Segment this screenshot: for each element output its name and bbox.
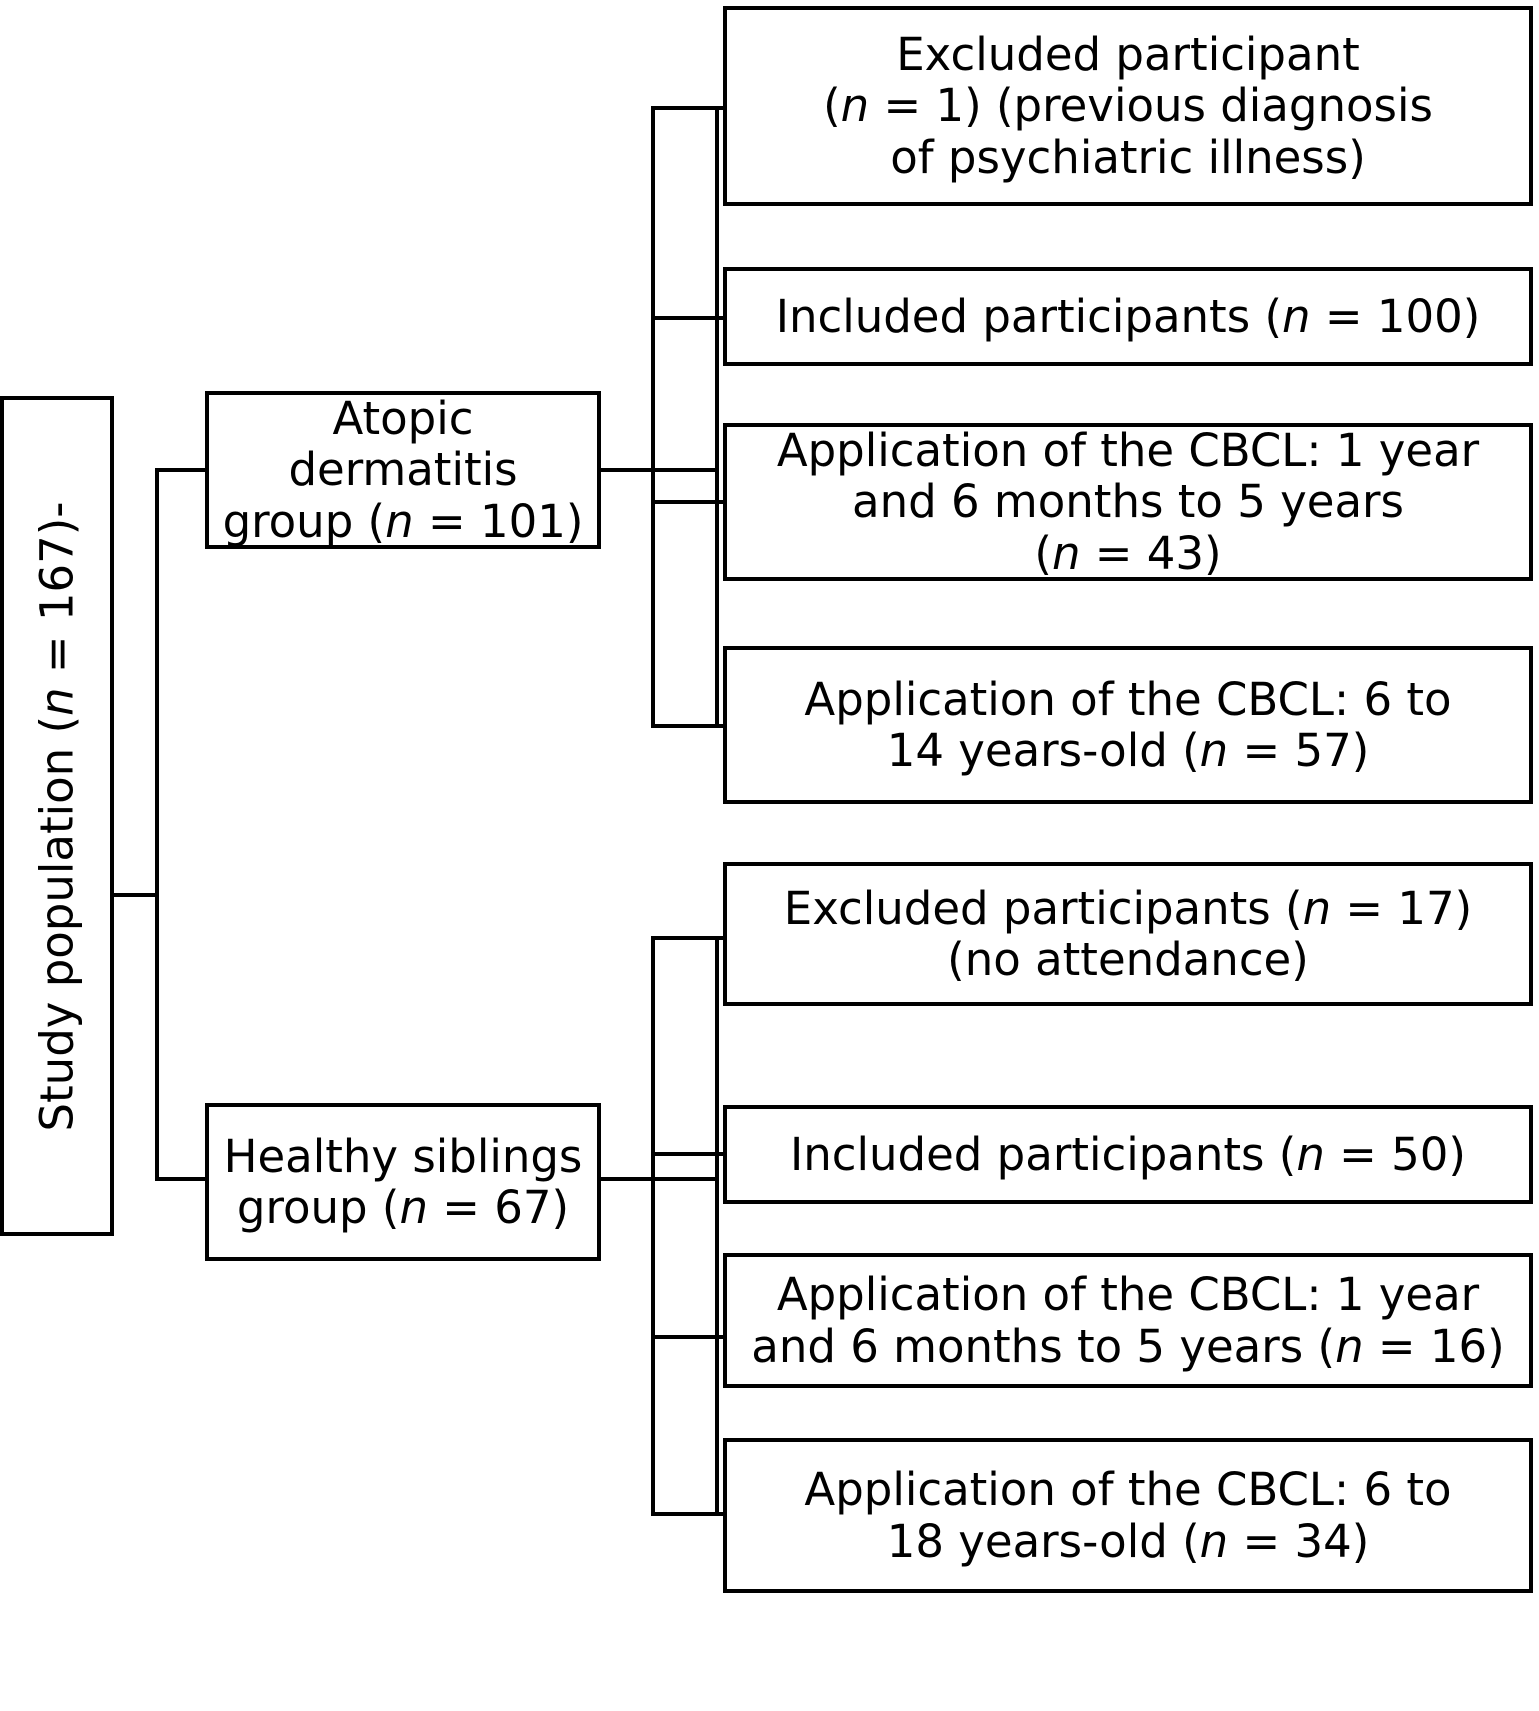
node-hs-included-participants: Included participants (n = 50) bbox=[723, 1105, 1533, 1204]
connector-root-bus bbox=[155, 468, 159, 1181]
node-hs-cbcl-young: Application of the CBCL: 1 year and 6 mo… bbox=[723, 1253, 1533, 1388]
node-hs-excluded-participants: Excluded participants (n = 17) (no atten… bbox=[723, 862, 1533, 1006]
hs-cbcl-older-label: Application of the CBCL: 6 to 18 years-o… bbox=[804, 1463, 1452, 1568]
connector-hs-tail-cbcl-older bbox=[651, 1512, 723, 1516]
node-study-population: Study population (n = 167)- bbox=[0, 396, 114, 1236]
hs-cbcl-young-label: Application of the CBCL: 1 year and 6 mo… bbox=[751, 1268, 1505, 1373]
healthy-siblings-group-label: Healthy siblings group (n = 67) bbox=[223, 1129, 583, 1234]
italic-n-hs-included: n bbox=[1296, 1127, 1325, 1181]
atopic-dermatitis-group-label: Atopic dermatitis group (n = 101) bbox=[222, 392, 584, 548]
connector-ad-tail-excluded bbox=[651, 106, 723, 110]
connector-hs-group-stub bbox=[599, 1177, 719, 1181]
hs-included-label: Included participants (n = 50) bbox=[790, 1127, 1466, 1181]
connector-hs-bus bbox=[715, 936, 719, 1516]
italic-n-ad-cbcl-young: n bbox=[1051, 526, 1081, 580]
connector-hs-tail-cbcl-young bbox=[651, 1335, 723, 1339]
connector-ad-bus-left bbox=[651, 106, 655, 728]
node-ad-included-participants: Included participants (n = 100) bbox=[723, 267, 1533, 366]
study-population-label: Study population (n = 167)- bbox=[30, 500, 84, 1132]
connector-ad-bus bbox=[715, 106, 719, 728]
node-atopic-dermatitis-group: Atopic dermatitis group (n = 101) bbox=[205, 391, 601, 549]
italic-n-hs-cbcl-young: n bbox=[1335, 1319, 1364, 1373]
node-hs-cbcl-older: Application of the CBCL: 6 to 18 years-o… bbox=[723, 1438, 1533, 1593]
italic-n-ad-excluded: n bbox=[840, 79, 870, 133]
connector-ad-group-stub bbox=[599, 468, 719, 472]
node-healthy-siblings-group: Healthy siblings group (n = 67) bbox=[205, 1103, 601, 1261]
hs-excluded-label: Excluded participants (n = 17) (no atten… bbox=[783, 881, 1473, 986]
italic-n-hs-cbcl-older: n bbox=[1199, 1514, 1229, 1568]
node-ad-cbcl-older: Application of the CBCL: 6 to 14 years-o… bbox=[723, 646, 1533, 804]
italic-n-hs-excluded: n bbox=[1302, 881, 1332, 935]
connector-hs-tail-included bbox=[651, 1152, 723, 1156]
connector-hs-tail-excluded bbox=[651, 936, 723, 940]
italic-n-root: n bbox=[30, 686, 84, 716]
ad-cbcl-older-label: Application of the CBCL: 6 to 14 years-o… bbox=[804, 672, 1452, 777]
connector-ad-tail-cbcl-young bbox=[651, 500, 723, 504]
node-ad-excluded-participant: Excluded participant (n = 1) (previous d… bbox=[723, 6, 1533, 206]
connector-root-to-ad-group bbox=[155, 468, 209, 472]
ad-included-label: Included participants (n = 100) bbox=[775, 289, 1481, 343]
italic-n-ad-group: n bbox=[385, 494, 414, 548]
node-ad-cbcl-young: Application of the CBCL: 1 year and 6 mo… bbox=[723, 423, 1533, 581]
ad-excluded-label: Excluded participant (n = 1) (previous d… bbox=[823, 28, 1433, 184]
connector-ad-tail-cbcl-older bbox=[651, 724, 723, 728]
italic-n-ad-included: n bbox=[1282, 289, 1311, 343]
connector-hs-bus-left bbox=[651, 936, 655, 1516]
connector-root-stub bbox=[113, 893, 159, 897]
ad-cbcl-young-label: Application of the CBCL: 1 year and 6 mo… bbox=[776, 424, 1480, 580]
italic-n-hs-group: n bbox=[399, 1181, 428, 1234]
connector-ad-tail-included bbox=[651, 316, 723, 320]
connector-root-to-hs-group bbox=[155, 1177, 209, 1181]
italic-n-ad-cbcl-older: n bbox=[1199, 724, 1229, 777]
